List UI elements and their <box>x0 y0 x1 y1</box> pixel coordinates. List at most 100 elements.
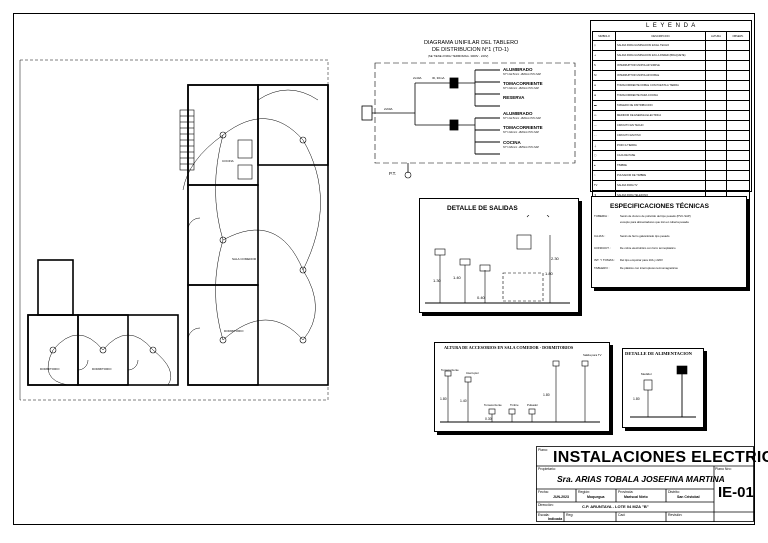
scale-label: Escala: <box>538 513 550 517</box>
legend-row: TABLERO DE DISTRIBUCION <box>615 100 706 111</box>
circuit-label: TOMACORRIENTE <box>503 81 543 86</box>
owner-label: Propietario: <box>538 467 556 471</box>
revision-label: Revisión: <box>668 513 683 517</box>
sink <box>237 139 253 159</box>
accessory-label: Salida para TV <box>583 353 602 357</box>
spec-value: Del tipo empotrar para 10A y 220V <box>620 258 663 262</box>
supply-detail-title: DETALLE DE ALIMENTACION <box>625 351 692 356</box>
meter-symbol <box>361 105 373 121</box>
room-label: DORMITORIO <box>40 367 60 371</box>
plano-label: Plano: <box>538 448 548 452</box>
accessory-heights-box <box>434 342 610 432</box>
spec-value: Serán de fierro galvanizado tipo pesado <box>620 234 670 238</box>
legend-row: TOMACORRIENTE DOBLE CON PUESTA A TIERRA <box>615 80 706 91</box>
supply-detail-box <box>622 348 704 428</box>
single-line-diagram <box>361 62 576 179</box>
accessory-label: Tomacorriente <box>441 368 459 372</box>
legend-header: OBSERV. <box>726 31 750 41</box>
drawing-title: INSTALACIONES ELECTRICAS <box>553 449 768 466</box>
legend-table: SIMBOLO DESCRIPCION ALTURA OBSERV. ◇SALI… <box>592 31 750 211</box>
legend-row: TOMACORRIENTE PARA COCINA <box>615 90 706 101</box>
specs-box <box>591 196 747 288</box>
accessory-label: Tomacorriente <box>484 403 502 407</box>
district-label: Distrito: <box>668 490 680 494</box>
doors <box>77 217 201 371</box>
plan-number: IE-01 <box>718 484 754 501</box>
meter-label: Medidor <box>641 372 652 376</box>
circuit-label: TOMACORRIENTE <box>503 125 543 130</box>
spec-value: De cobre electrolítico con forro termopl… <box>620 246 676 250</box>
address-label: Dirección: <box>538 503 554 507</box>
diagram-title-2: DE DISTRIBUCION N°1 (TD-1) <box>432 47 509 53</box>
legend-row: CIRCUITO EN PISO <box>615 130 706 141</box>
supply-detail-drawing <box>630 365 696 418</box>
scale-value: Indicada <box>548 517 563 521</box>
accessory-heights-drawing <box>440 360 600 423</box>
dim-label: 1.30 <box>433 278 441 283</box>
legend-row: POZO A TIERRA <box>615 140 706 151</box>
differential-label: ID, 30mA <box>432 76 445 80</box>
room-label: SALA COMEDOR <box>232 257 257 261</box>
accessory-label: Pulsador <box>527 403 539 407</box>
title-block-grid <box>536 446 754 522</box>
district-value: San Cristobal <box>677 495 700 499</box>
spec-key: INT. Y TOMAS : <box>594 258 616 262</box>
province-value: Mariscal Nieto <box>624 495 648 499</box>
circuit-detail: NYY 2x4mm² - Ø20mm PVC-SAP <box>503 131 539 134</box>
circuit-label: COCINA <box>503 140 521 145</box>
outlets-detail-title: DETALLE DE SALIDAS <box>447 205 518 212</box>
differential-switch <box>449 77 459 89</box>
legend-row: TIMBRE <box>615 160 706 171</box>
dim-label: 1.40 <box>453 275 461 280</box>
spec-key: TUBERIA : <box>594 214 609 218</box>
accessory-label: Interruptor <box>466 371 479 375</box>
region-value: Moquegua <box>587 495 605 499</box>
legend-header: ALTURA <box>705 31 727 41</box>
reg-label: Reg: <box>566 513 574 517</box>
spec-value: Serán de cloruro de polivinilo del tipo … <box>620 214 691 218</box>
circuit-arcs <box>47 89 321 386</box>
accessory-heights-title: ALTURA DE ACCESORIOS EN SALA COMEDOR - D… <box>444 345 574 350</box>
legend-row: SALIDA PARA TV <box>615 180 706 191</box>
region-label: Región: <box>578 490 591 494</box>
legend-title: L E Y E N D A <box>646 23 697 29</box>
date-value: JUN-2023 <box>553 495 569 499</box>
spec-key: CAJAS : <box>594 234 606 238</box>
specs-title: ESPECIFICACIONES TÉCNICAS <box>610 203 709 210</box>
legend-row: SALIDA PARA ILUMINACION EN EL TECHO <box>615 40 706 51</box>
room-label: DORMITORIO <box>224 329 244 333</box>
owner-name: Sra. ARIAS TOBALA JOSEFINA MARTINA <box>557 474 725 484</box>
legend-row: INTERRUPTOR UNIPOLAR SIMPLE <box>615 60 706 71</box>
circuit-detail: NYY 2x2.5mm² - Ø20mm PVC-SAP <box>503 73 541 76</box>
legend-header: SIMBOLO <box>592 31 616 41</box>
address-value: C.P. ARUNTAYA - LOTE 04 MZA "B" <box>582 504 649 509</box>
dim-label: 1.80 <box>440 397 447 401</box>
legend-row: PULSADOR DE TIMBRE <box>615 170 706 181</box>
spec-key: TABLERO : <box>594 266 610 270</box>
legend-row: INTERRUPTOR UNIPOLAR DOBLE <box>615 70 706 81</box>
circuit-label: RESERVA <box>503 95 525 100</box>
dim-label: 1.40 <box>460 399 467 403</box>
outlets-detail-drawing <box>425 215 570 304</box>
legend-row: SALIDA PARA ILUMINACION EN LA PARED (BRA… <box>615 50 706 61</box>
plan-number-label: Plano Nro: <box>715 467 732 471</box>
dim-label: 1.80 <box>545 271 553 276</box>
room-label: DORMITORIO <box>92 367 112 371</box>
breaker-label: 2x40A <box>413 76 422 80</box>
dim-label: 2.30 <box>551 256 559 261</box>
diagram-subtitle: (SE TIENE 2X30A/ TERMOMAG. 3000V - 220V) <box>428 54 489 58</box>
floor-plan <box>19 59 329 401</box>
stove <box>237 164 253 180</box>
lot-boundary <box>20 59 329 401</box>
dim-label: 1.80 <box>543 393 550 397</box>
legend-row: CIRCUITO EN TECHO <box>615 120 706 131</box>
circuit-label: ALUMBRADO <box>503 111 533 116</box>
room-label: COCINA <box>222 159 234 163</box>
main-breaker-label: 2x60A <box>384 107 393 111</box>
circuit-detail: NYY 2x6mm² - Ø25mm PVC-SAP <box>503 146 539 149</box>
legend-row: CAJA DE PASE <box>615 150 706 161</box>
ground-symbol <box>404 171 412 179</box>
accessory-label: Timbre <box>510 403 519 407</box>
stairs <box>179 109 195 171</box>
spec-key: CONDUCT. : <box>594 246 612 250</box>
